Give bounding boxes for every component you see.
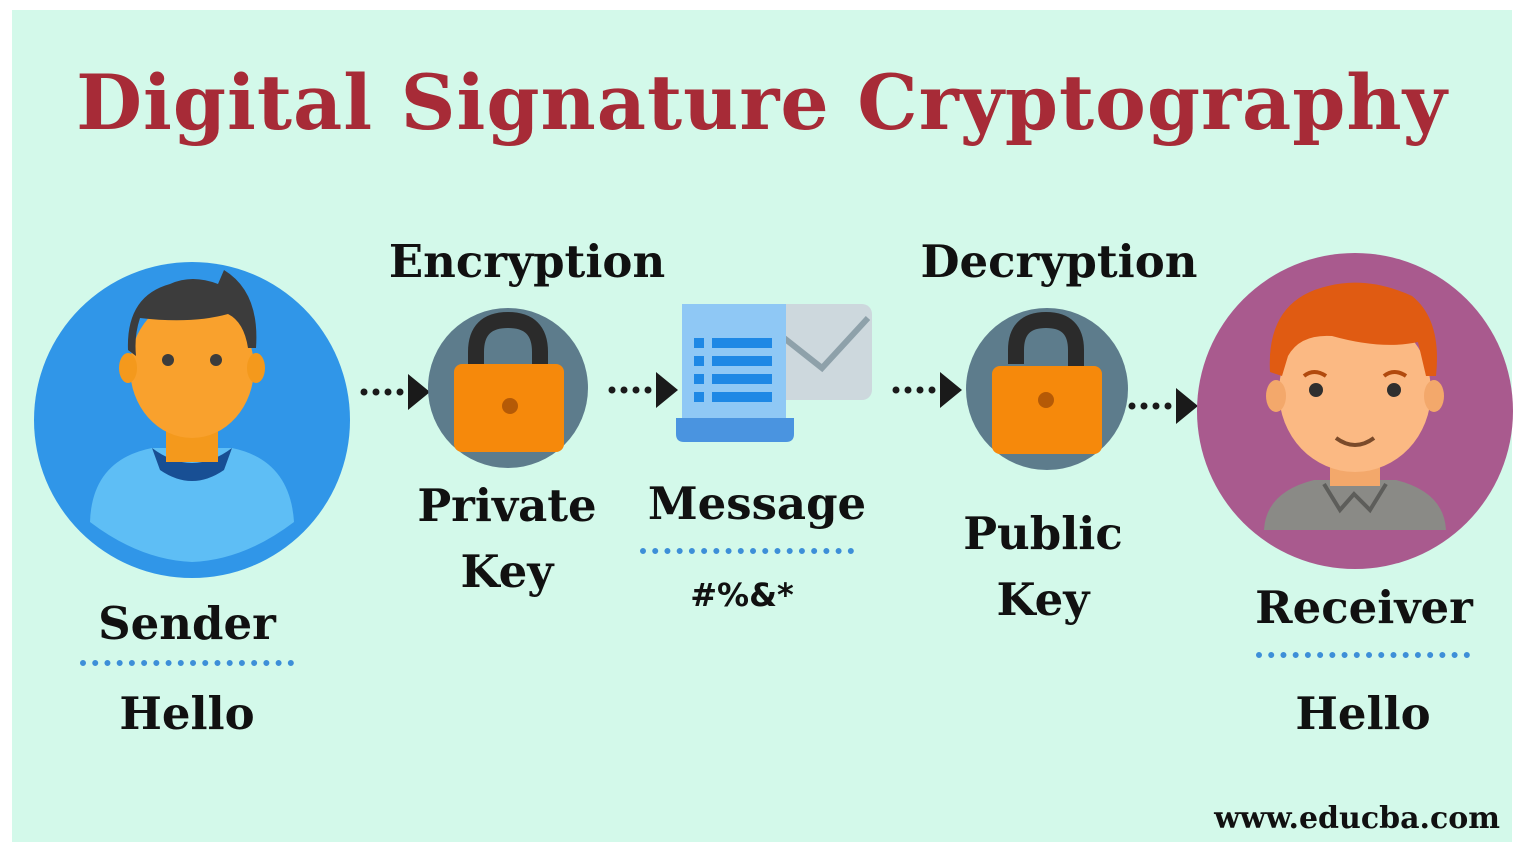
- message-divider: [640, 548, 854, 554]
- document-envelope-icon: [676, 304, 872, 442]
- message-cipher: #%&*: [690, 576, 794, 614]
- private-key-label-line1: Private: [417, 479, 597, 532]
- decryption-heading: Decryption: [920, 235, 1198, 288]
- sender-label: Sender: [98, 597, 276, 650]
- public-key-label-line1: Public: [963, 507, 1123, 560]
- receiver-text: Hello: [1295, 687, 1431, 740]
- dotted-arrow-icon: [360, 374, 430, 410]
- locked-padlock-icon: [428, 308, 588, 468]
- diagram-canvas: Digital Signature Cryptography Sender He…: [12, 10, 1513, 842]
- sender-avatar-icon: [34, 262, 350, 578]
- unlocked-padlock-icon: [966, 308, 1128, 470]
- public-key-label-line2: Key: [996, 573, 1090, 626]
- receiver-label: Receiver: [1255, 581, 1473, 634]
- dotted-arrow-icon: [608, 372, 678, 408]
- message-label: Message: [647, 477, 867, 530]
- dotted-arrow-icon: [892, 372, 962, 408]
- sender-text: Hello: [119, 687, 255, 740]
- diagram-title: Digital Signature Cryptography: [76, 58, 1448, 147]
- dotted-arrow-icon: [1128, 388, 1198, 424]
- private-key-label-line2: Key: [460, 545, 554, 598]
- website-footer[interactable]: www.educba.com: [1214, 801, 1500, 836]
- receiver-divider: [1256, 652, 1470, 658]
- receiver-avatar-icon: [1197, 253, 1513, 569]
- encryption-heading: Encryption: [388, 235, 666, 288]
- sender-divider: [80, 660, 294, 666]
